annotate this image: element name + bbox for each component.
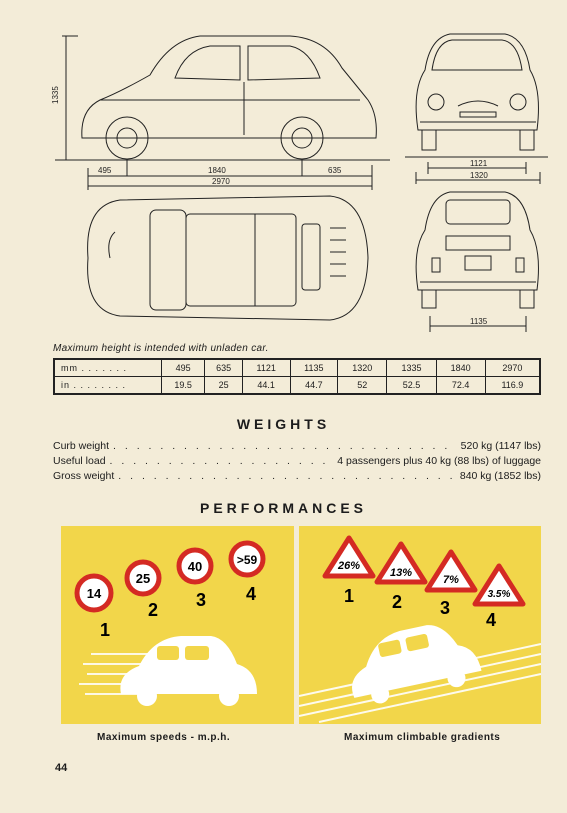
table-cell: 1335 [386, 358, 437, 377]
svg-text:3: 3 [440, 598, 450, 618]
table-cell: 44.7 [289, 376, 339, 395]
svg-text:2: 2 [148, 600, 158, 620]
speed-sign-2: 25 2 [124, 559, 162, 620]
table-cell: 1135 [289, 358, 339, 377]
table-cell: 44.1 [241, 376, 291, 395]
svg-text:25: 25 [136, 571, 150, 586]
dim-label-overall-length: 2970 [212, 177, 230, 186]
gradient-sign-2: 13% 2 [374, 541, 428, 612]
weight-label: Curb weight [53, 440, 110, 452]
car-silhouette [120, 636, 257, 706]
svg-text:>59: >59 [237, 553, 258, 567]
table-cell: 1840 [435, 358, 486, 377]
weight-row-useful-load: Useful load . . . . . . . . . . . . . . … [53, 455, 541, 467]
svg-text:3.5%: 3.5% [488, 589, 511, 600]
weight-value: 4 passengers plus 40 kg (88 lbs) of lugg… [337, 455, 541, 467]
gradients-panel: 26% 1 13% 2 7% 3 3.5% 4 [298, 526, 542, 724]
speed-sign-1: 14 1 [74, 573, 114, 640]
table-cell: 52.5 [386, 376, 437, 395]
table-cell: 495 [160, 358, 206, 377]
dim-label-front-overhang: 495 [98, 166, 112, 175]
page-number: 44 [55, 762, 68, 774]
table-cell: 116.9 [484, 376, 541, 395]
table-unit-cell: mm . . . . . . . [53, 358, 162, 377]
dim-height-label: 1335 [51, 86, 60, 104]
car-technical-drawing: 1335 495 1840 635 2970 1121 1320 1135 [51, 33, 548, 332]
svg-text:4: 4 [246, 584, 256, 604]
speed-sign-4: >59 4 [228, 540, 266, 604]
svg-text:3: 3 [196, 590, 206, 610]
gradient-sign-1: 26% 1 [322, 535, 376, 606]
dim-label-front-track: 1121 [470, 159, 488, 168]
weight-label: Useful load [53, 455, 106, 467]
dim-label-wheelbase: 1840 [208, 166, 226, 175]
table-row: in . . . . . . . . 19.5 25 44.1 44.7 52 … [53, 376, 541, 395]
table-cell: 72.4 [435, 376, 486, 395]
front-view-drawing [405, 33, 548, 184]
weight-value: 840 kg (1852 lbs) [459, 470, 541, 482]
weight-label: Gross weight [53, 470, 115, 482]
table-cell: 1320 [337, 358, 388, 377]
svg-text:40: 40 [188, 559, 202, 574]
table-cell: 19.5 [160, 376, 206, 395]
table-cell: 1121 [241, 358, 291, 377]
speed-sign-3: 40 3 [176, 547, 214, 610]
gradients-caption: Maximum climbable gradients [344, 732, 501, 743]
gradient-sign-3: 7% 3 [424, 549, 478, 618]
weights-heading: WEIGHTS [236, 416, 331, 432]
dim-label-rear-overhang: 635 [328, 166, 342, 175]
svg-text:14: 14 [87, 586, 102, 601]
speeds-illustration: 14 1 25 2 40 3 >59 4 [74, 540, 266, 706]
weight-row-curb: Curb weight . . . . . . . . . . . . . . … [53, 440, 541, 452]
table-cell: 52 [337, 376, 388, 395]
dim-label-rear-track: 1135 [470, 317, 488, 326]
svg-text:13%: 13% [390, 567, 412, 579]
rear-view-drawing [415, 191, 539, 332]
svg-text:1: 1 [100, 620, 110, 640]
svg-text:2: 2 [392, 592, 402, 612]
top-view-drawing [87, 195, 369, 321]
weight-value: 520 kg (1147 lbs) [460, 440, 541, 452]
gradient-sign-4: 3.5% 4 [472, 563, 526, 630]
speeds-panel: 14 1 25 2 40 3 >59 4 [61, 526, 294, 724]
dim-label-overall-width: 1320 [470, 171, 488, 180]
dimensions-table: mm . . . . . . . 495 635 1121 1135 1320 … [53, 358, 541, 395]
table-cell: 635 [204, 358, 243, 377]
table-cell: 25 [204, 376, 243, 395]
climbing-car-silhouette [352, 625, 482, 704]
svg-text:4: 4 [486, 610, 496, 630]
table-unit-cell: in . . . . . . . . [53, 376, 162, 395]
speeds-caption: Maximum speeds - m.p.h. [97, 732, 231, 743]
side-view-drawing [55, 35, 390, 190]
weight-row-gross: Gross weight . . . . . . . . . . . . . .… [53, 470, 541, 482]
table-row: mm . . . . . . . 495 635 1121 1135 1320 … [53, 358, 541, 377]
dimension-caption: Maximum height is intended with unladen … [53, 343, 269, 354]
svg-text:26%: 26% [337, 560, 360, 572]
svg-text:7%: 7% [443, 574, 459, 586]
svg-text:1: 1 [344, 586, 354, 606]
performances-heading: PERFORMANCES [199, 500, 367, 516]
table-cell: 2970 [484, 358, 541, 377]
gradients-illustration: 26% 1 13% 2 7% 3 3.5% 4 [298, 535, 542, 723]
